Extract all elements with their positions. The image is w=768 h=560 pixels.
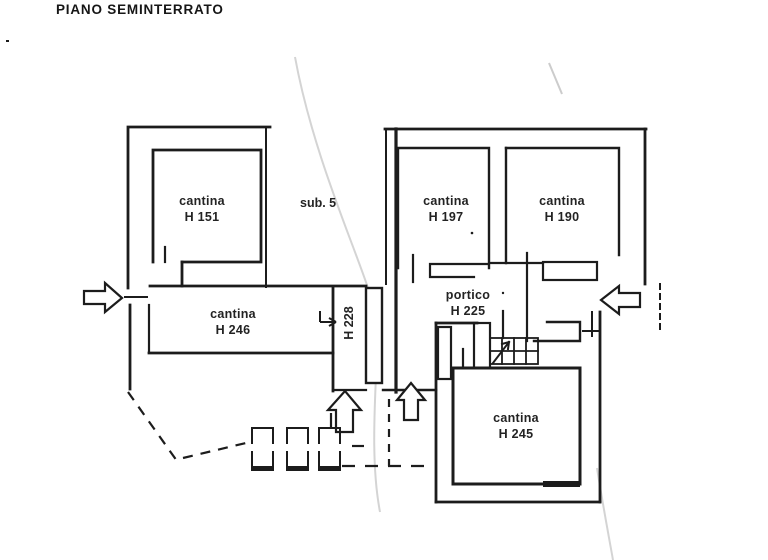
entrance-arrow-west xyxy=(82,280,124,315)
corridor-height-label: H 228 xyxy=(342,306,356,340)
room-name: cantina xyxy=(210,307,256,321)
entrance-arrow-south-left xyxy=(325,389,364,434)
stairs xyxy=(489,337,539,365)
room-height: H 197 xyxy=(428,210,464,224)
room-height: H 245 xyxy=(498,427,534,441)
dashed-pillars xyxy=(251,427,341,471)
room-label-cantina-h197: cantina H 197 xyxy=(398,193,494,225)
room-name: cantina xyxy=(539,194,585,208)
dashed-boundary xyxy=(127,391,432,468)
portico-name: portico xyxy=(445,288,491,302)
stair-direction-arrow xyxy=(491,340,511,365)
portico-height: H 225 xyxy=(450,304,486,318)
room-label-cantina-h246: cantina H 246 xyxy=(168,306,298,338)
lower-building-walls xyxy=(434,309,602,504)
plan-title: PIANO SEMINTERRATO xyxy=(56,2,224,17)
room-height: H 151 xyxy=(184,210,220,224)
room-height: H 246 xyxy=(215,323,251,337)
scan-specks xyxy=(6,40,505,295)
room-name: cantina xyxy=(493,411,539,425)
sub-label: sub. 5 xyxy=(300,196,337,210)
room-label-cantina-h151: cantina H 151 xyxy=(150,193,254,225)
portico-label: portico H 225 xyxy=(423,287,513,319)
room-height: H 190 xyxy=(544,210,580,224)
entrance-arrow-east xyxy=(599,283,642,317)
left-building-walls xyxy=(124,125,368,393)
corridor-walls xyxy=(364,286,384,385)
room-name: cantina xyxy=(423,194,469,208)
room-label-cantina-h190: cantina H 190 xyxy=(510,193,614,225)
door-swing-arrow xyxy=(319,311,337,327)
room-name: cantina xyxy=(179,194,225,208)
room-label-cantina-h245: cantina H 245 xyxy=(455,410,577,442)
right-building-walls xyxy=(381,127,661,394)
entrance-arrow-south-right xyxy=(394,381,428,422)
